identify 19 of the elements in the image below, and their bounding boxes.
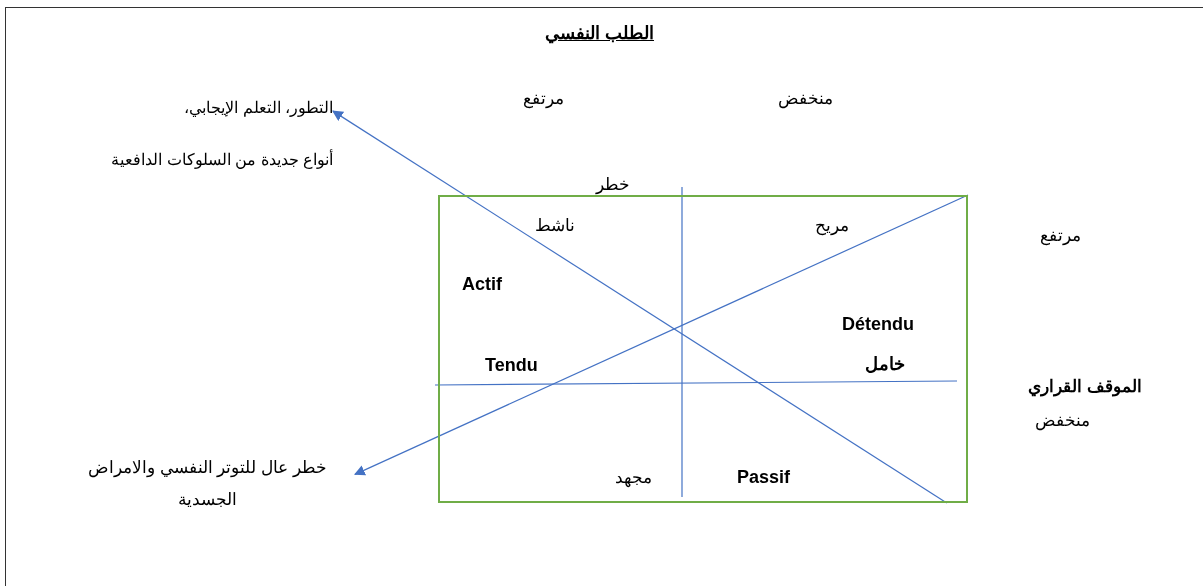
axis-value: منخفض [1035,410,1090,431]
quadrant-label: Passif [737,467,791,488]
quadrant-label: مجهد [615,467,652,488]
axis-value: مرتفع [1040,225,1081,246]
quadrant-box [438,195,968,503]
quadrant-label: Détendu [842,314,914,335]
quadrant-label: Tendu [485,355,538,376]
quadrant-label: Actif [462,274,502,295]
outcome-text: خطر عال للتوتر النفسي والامراض الجسدية [60,452,355,516]
quadrant-label: خامل [865,353,905,375]
title: الطلب النفسي [545,22,654,44]
axis-note: خطر [596,174,630,195]
axis-value: مرتفع [523,88,564,109]
outcome-text: أنواع جديدة من السلوكات الدافعية [110,148,333,171]
quadrant-label: مريح [815,215,849,236]
axis-title: الموقف القراري [1028,376,1142,397]
outcome-text: التطور، التعلم الإيجابي، [183,98,333,119]
axis-value: منخفض [778,88,833,109]
quadrant-label: ناشط [535,215,575,236]
